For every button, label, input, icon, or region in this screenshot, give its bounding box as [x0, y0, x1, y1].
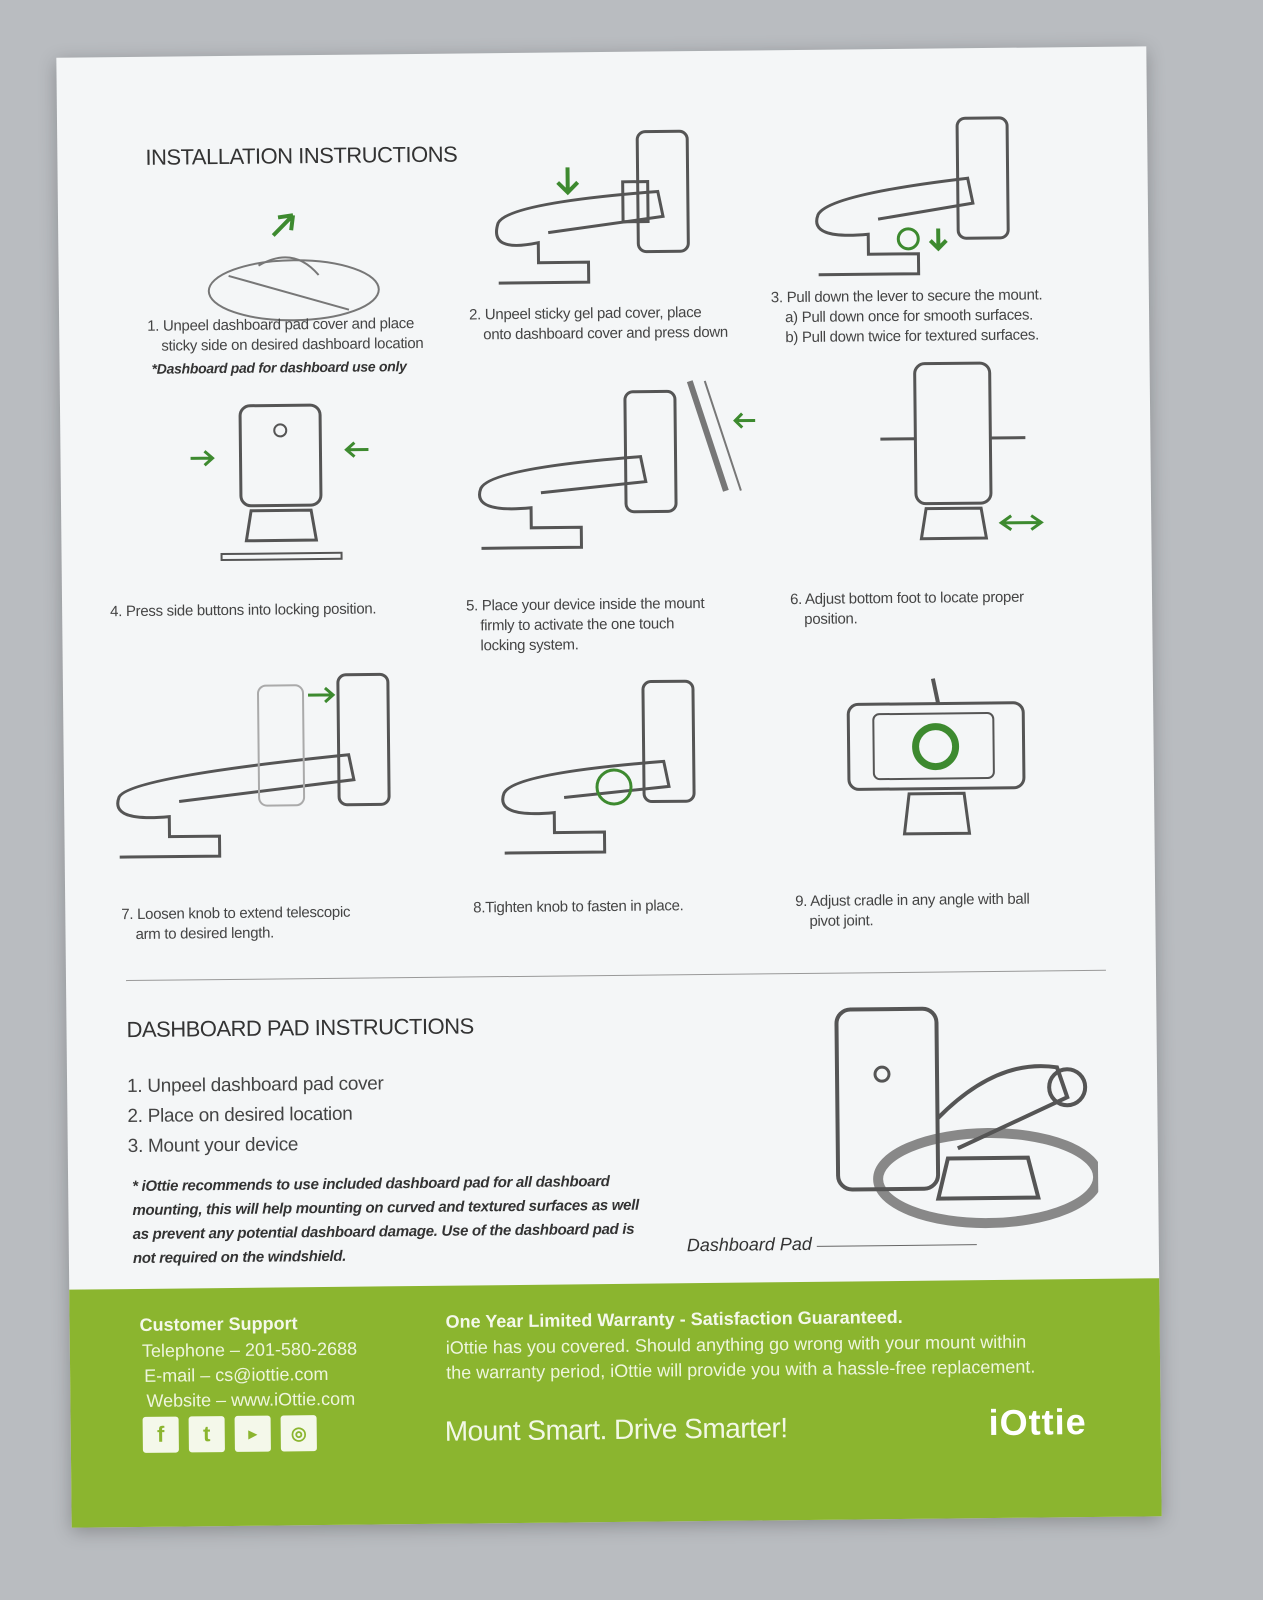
dashboard-pad-leader-line	[816, 1244, 977, 1247]
step-6-text: 6. Adjust bottom foot to locate proper p…	[790, 588, 1024, 630]
step1-illustration	[198, 204, 399, 326]
step4-illustration	[190, 394, 372, 566]
instruction-sheet: INSTALLATION INSTRUCTIONS 1. Unpeel dash…	[56, 46, 1162, 1528]
step8-illustration	[483, 671, 745, 864]
step-8-text: 8.Tighten knob to fasten in place.	[473, 897, 684, 917]
twitter-icon[interactable]: t	[188, 1416, 225, 1453]
step7-illustration	[108, 664, 410, 867]
step-2-line2: onto dashboard cover and press down	[483, 323, 729, 344]
step-1-line2: sticky side on desired dashboard locatio…	[161, 334, 424, 355]
social-icons: f t ▶ ◎	[142, 1415, 317, 1453]
step-9-line1: 9. Adjust cradle in any angle with ball	[795, 890, 1030, 911]
pad-step: 2. Place on desired location	[127, 1103, 353, 1128]
support-email: E-mail – cs@iottie.com	[144, 1363, 329, 1386]
step-6-line1: 6. Adjust bottom foot to locate proper	[789, 588, 1024, 609]
warranty-line1: iOttie has you covered. Should anything …	[445, 1331, 1027, 1358]
step-1-text: 1. Unpeel dashboard pad cover and place …	[147, 314, 423, 357]
support-telephone: Telephone – 201-580-2688	[141, 1338, 358, 1361]
step-6-line2: position.	[804, 610, 858, 628]
dashboard-pad-note: * iOttie recommends to use included dash…	[132, 1173, 639, 1268]
instagram-icon[interactable]: ◎	[280, 1415, 317, 1452]
step-5-line1: 5. Place your device inside the mount	[466, 594, 705, 615]
step2-illustration	[477, 121, 729, 304]
dashboard-pad-heading: DASHBOARD PAD INSTRUCTIONS	[126, 1013, 474, 1043]
step3-illustration	[797, 107, 1049, 290]
step-7-line1: 7. Loosen knob to extend telescopic	[121, 903, 351, 924]
step-5-line3: locking system.	[480, 636, 579, 655]
dashboard-pad-steps: 1. Unpeel dashboard pad cover 2. Place o…	[127, 1069, 384, 1162]
facebook-icon[interactable]: f	[142, 1416, 179, 1453]
step-3-line3: b) Pull down twice for textured surfaces…	[785, 326, 1040, 347]
step5-illustration	[460, 370, 762, 563]
step-4-text: 4. Press side buttons into locking posit…	[110, 600, 377, 621]
step-2-line1: 2. Unpeel sticky gel pad cover, place	[468, 304, 702, 324]
iottie-logo: iOttie	[988, 1401, 1087, 1444]
step-3-text: 3. Pull down the lever to secure the mou…	[771, 285, 1043, 348]
installation-heading: INSTALLATION INSTRUCTIONS	[145, 141, 458, 170]
step-9-line2: pivot joint.	[809, 912, 874, 930]
step-3-line2: a) Pull down once for smooth surfaces.	[785, 306, 1034, 327]
section-divider	[125, 969, 1106, 982]
footer-band: Customer Support Telephone – 201-580-268…	[69, 1278, 1162, 1528]
step9-illustration	[843, 667, 1045, 859]
step-7-text: 7. Loosen knob to extend telescopic arm …	[121, 903, 350, 945]
warranty-line2: the warranty period, iOttie will provide…	[446, 1356, 1036, 1383]
step-9-text: 9. Adjust cradle in any angle with ball …	[795, 890, 1030, 932]
step-3-line1: 3. Pull down the lever to secure the mou…	[770, 286, 1043, 307]
pad-step: 3. Mount your device	[127, 1134, 299, 1158]
step-1-line1: 1. Unpeel dashboard pad cover and place	[147, 315, 415, 335]
youtube-icon[interactable]: ▶	[234, 1415, 271, 1452]
step-7-line2: arm to desired length.	[135, 924, 275, 943]
step-5-text: 5. Place your device inside the mount fi…	[466, 594, 705, 656]
step6-illustration	[860, 357, 1062, 559]
step-2-text: 2. Unpeel sticky gel pad cover, place on…	[469, 303, 728, 346]
step-5-line2: firmly to activate the one touch	[480, 615, 675, 635]
mount-with-pad-illustration	[796, 997, 1099, 1240]
support-website: Website – www.iOttie.com	[146, 1388, 356, 1411]
customer-support-title: Customer Support	[139, 1313, 298, 1335]
step-1-note: *Dashboard pad for dashboard use only	[151, 358, 407, 377]
pad-step: 1. Unpeel dashboard pad cover	[127, 1073, 384, 1098]
dashboard-pad-label: Dashboard Pad	[686, 1233, 812, 1256]
warranty-title: One Year Limited Warranty - Satisfaction…	[445, 1306, 903, 1332]
slogan: Mount Smart. Drive Smarter!	[444, 1412, 788, 1447]
